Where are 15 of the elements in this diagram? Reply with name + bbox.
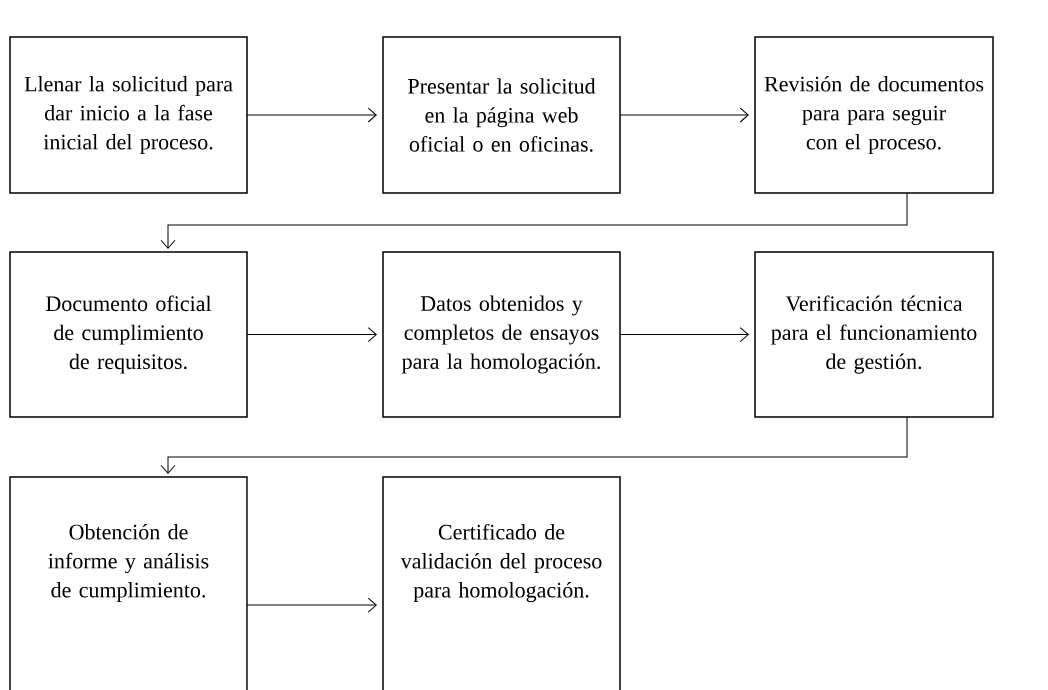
arrow bbox=[160, 416, 908, 474]
arrow bbox=[246, 107, 377, 123]
process-box: Revisión de documentos para para seguir con el proceso. bbox=[754, 36, 994, 194]
process-box: Documento oficial de cumplimiento de requisitos. bbox=[9, 251, 248, 418]
process-box: Datos obtenidos y completos de ensayos para la homologación. bbox=[382, 251, 621, 418]
process-box: Obtención de informe y análisis de cumplimiento. bbox=[9, 476, 248, 690]
arrow bbox=[619, 327, 749, 342]
process-box: Certificado de validación del proceso para homologación. bbox=[382, 476, 621, 690]
arrow bbox=[160, 192, 908, 249]
arrow bbox=[619, 107, 749, 123]
process-box: Presentar la solicitud en la página web oficial o en oficinas. bbox=[382, 36, 621, 194]
process-box: Llenar la solicitud para dar inicio a la fase inicial del proceso. bbox=[9, 36, 248, 194]
arrow bbox=[246, 327, 377, 342]
arrow bbox=[246, 597, 377, 613]
process-box: Verificación técnica para el funcionamiento de gestión. bbox=[754, 251, 994, 418]
